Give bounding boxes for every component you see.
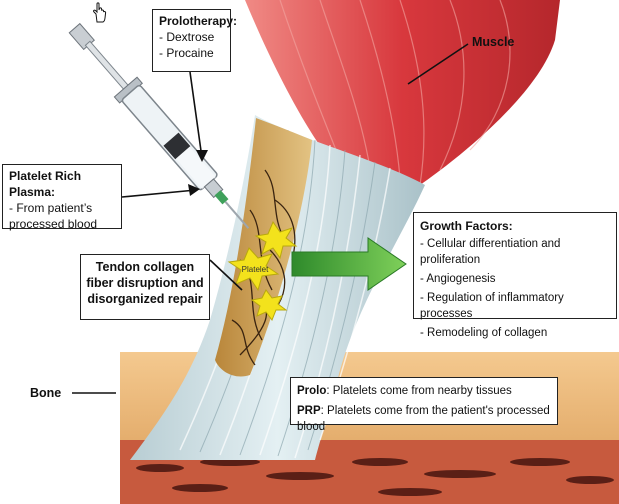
- muscle-label: Muscle: [472, 35, 515, 49]
- source-text: : Platelets come from the patient's proc…: [297, 405, 550, 433]
- leader-arrowheads: [188, 150, 208, 196]
- leader-lines: [72, 43, 469, 394]
- platelet-icon: [227, 220, 298, 322]
- muscle-shape: [245, 0, 560, 186]
- tendon-line: fiber disruption and: [86, 276, 204, 290]
- prolotherapy-box: Prolotherapy: - Dextrose - Procaine: [152, 9, 238, 72]
- source-line-prolo: Prolo: Platelets come from nearby tissue…: [297, 383, 551, 399]
- prolotherapy-item: - Procaine: [159, 46, 214, 60]
- tendon-box: Tendon collagen fiber disruption and dis…: [80, 254, 210, 320]
- growth-factor-item: - Regulation of inflammatory processes: [420, 292, 564, 320]
- injury-area: [215, 118, 312, 377]
- growth-factors-box: Growth Factors: - Cellular differentiati…: [413, 212, 617, 339]
- hand-pointer-icon: [93, 2, 107, 23]
- prp-item: - From patient’s: [9, 201, 93, 215]
- prolotherapy-item: - Dextrose: [159, 30, 215, 44]
- tendon-line: Tendon collagen: [95, 260, 195, 274]
- growth-factors-title: Growth Factors:: [420, 219, 513, 233]
- platelet-sources-box: Prolo: Platelets come from nearby tissue…: [290, 377, 558, 433]
- prp-item: processed blood: [9, 217, 98, 231]
- prp-box: Platelet Rich Plasma: - From patient’s p…: [2, 164, 122, 231]
- tendon-line: disorganized repair: [87, 292, 203, 306]
- platelet-label: Platelet: [242, 265, 269, 274]
- source-label: Prolo: [297, 385, 327, 397]
- source-label: PRP: [297, 405, 321, 417]
- source-text: : Platelets come from nearby tissues: [326, 385, 512, 397]
- source-line-prp: PRP: Platelets come from the patient's p…: [297, 403, 551, 435]
- growth-arrow: [291, 237, 407, 291]
- prp-title: Platelet Rich Plasma:: [9, 169, 82, 199]
- syringe-icon: [68, 22, 250, 229]
- bone-label: Bone: [30, 386, 62, 400]
- growth-factor-item: - Cellular differentiation and prolifera…: [420, 238, 561, 266]
- growth-factor-item: - Remodeling of collagen: [420, 327, 548, 339]
- prolotherapy-title: Prolotherapy:: [159, 14, 238, 28]
- growth-factor-item: - Angiogenesis: [420, 273, 496, 285]
